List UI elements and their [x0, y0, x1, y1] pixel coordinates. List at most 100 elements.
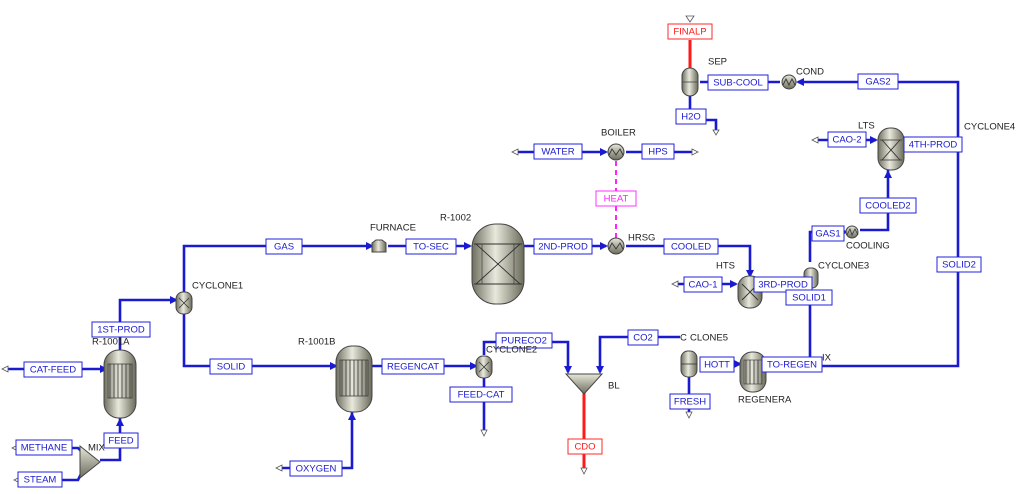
- stream-label-h2o[interactable]: H2O: [675, 108, 707, 125]
- unit-label-furnace: FURNACE: [370, 223, 416, 234]
- stream-label-finalp[interactable]: FINALP: [667, 23, 713, 40]
- unit-label-cyclone1: CYCLONE1: [192, 281, 243, 292]
- stream-line-gas[interactable]: [182, 244, 372, 292]
- feed-mixer[interactable]: [79, 444, 101, 480]
- arrow-to-furnace: [366, 242, 374, 250]
- cyclone2[interactable]: [475, 355, 493, 379]
- port-finalp: [685, 15, 695, 23]
- r-1001a-reactor[interactable]: [103, 349, 137, 419]
- unit-label-cyclone4: CYCLONE4: [964, 122, 1015, 133]
- arrow-to-regenera: [734, 360, 742, 368]
- unit-label-hts: HTS: [716, 261, 735, 272]
- port-water: [511, 148, 519, 156]
- stream-label-cdo[interactable]: CDO: [567, 438, 603, 455]
- stream-label-hott[interactable]: HOTT: [699, 356, 735, 373]
- stream-label-3rd-prod-text: 3RD-PROD: [758, 280, 808, 291]
- stream-label-fresh[interactable]: FRESH: [669, 393, 711, 410]
- arrow-to-hts: [746, 270, 754, 278]
- stream-line-solid[interactable]: [182, 310, 336, 368]
- stream-label-4th-prod-text: 4TH-PROD: [909, 140, 958, 151]
- unit-label-r-1001a: R-1001A: [92, 337, 130, 348]
- stream-label-1st-prod[interactable]: 1ST-PROD: [91, 321, 151, 338]
- stream-label-cao-1[interactable]: CAO-1: [683, 276, 723, 293]
- unit-label-cond: COND: [796, 67, 824, 78]
- stream-label-4th-prod[interactable]: 4TH-PROD: [903, 136, 963, 153]
- cyclone5[interactable]: [680, 350, 698, 378]
- stream-label-pureco2[interactable]: PURECO2: [495, 332, 553, 349]
- port-feed-cat: [480, 429, 488, 437]
- stream-line-feed[interactable]: [100, 418, 122, 462]
- port-cao-2: [811, 136, 819, 144]
- stream-line-solid2[interactable]: [830, 150, 960, 368]
- cond-heat-exchanger[interactable]: [781, 74, 797, 90]
- arrow-to-hts-side: [730, 280, 738, 288]
- arrow-to-cyclone2: [470, 362, 478, 370]
- stream-label-cao-2[interactable]: CAO-2: [827, 131, 867, 148]
- stream-label-3rd-prod[interactable]: 3RD-PROD: [753, 276, 813, 293]
- furnace[interactable]: [371, 239, 387, 253]
- stream-label-solid-text: SOLID: [217, 362, 246, 373]
- stream-label-solid1-text: SOLID1: [792, 293, 826, 304]
- stream-label-steam[interactable]: STEAM: [17, 471, 63, 488]
- sep-vessel[interactable]: [681, 67, 699, 97]
- stream-label-heat[interactable]: HEAT: [595, 190, 637, 207]
- unit-label-bl: BL: [608, 381, 620, 392]
- r-1001b-reactor[interactable]: [335, 345, 373, 413]
- stream-line-gas2[interactable]: [798, 80, 960, 140]
- arrow-to-r1002: [464, 242, 472, 250]
- stream-label-gas1[interactable]: GAS1: [811, 225, 845, 242]
- arrow-to-r1001b: [330, 362, 338, 370]
- stream-label-hott-text: HOTT: [704, 360, 730, 371]
- stream-label-regencat-text: REGENCAT: [387, 362, 439, 373]
- stream-label-hps[interactable]: HPS: [641, 143, 675, 160]
- stream-label-to-regen[interactable]: TO-REGEN: [761, 356, 823, 373]
- stream-label-to-sec-text: TO-SEC: [413, 242, 449, 253]
- stream-label-cooled2[interactable]: COOLED2: [859, 197, 917, 214]
- unit-label-hrsg: HRSG: [628, 233, 655, 244]
- cyclone1[interactable]: [175, 291, 193, 315]
- stream-label-solid[interactable]: SOLID: [209, 358, 253, 375]
- cooling-heat-exchanger[interactable]: [845, 225, 859, 239]
- stream-line-oxygen[interactable]: [282, 412, 354, 470]
- stream-label-feed-text: FEED: [108, 436, 133, 447]
- stream-label-feed[interactable]: FEED: [103, 432, 139, 449]
- r-1002-reactor[interactable]: [471, 223, 525, 305]
- arrow-to-lts: [870, 136, 878, 144]
- stream-label-cat-feed[interactable]: CAT-FEED: [23, 361, 83, 378]
- stream-label-oxygen-text: OXYGEN: [296, 464, 337, 475]
- hrsg-heat-exchanger[interactable]: [607, 237, 625, 255]
- stream-label-regencat[interactable]: REGENCAT: [381, 358, 445, 375]
- stream-label-heat-text: HEAT: [604, 194, 629, 205]
- arrow-to-cond: [796, 78, 804, 86]
- stream-label-gas[interactable]: GAS: [265, 238, 303, 255]
- stream-label-finalp-text: FINALP: [673, 27, 706, 38]
- stream-label-to-sec[interactable]: TO-SEC: [405, 238, 457, 255]
- stream-label-oxygen[interactable]: OXYGEN: [289, 460, 343, 477]
- stream-label-solid2[interactable]: SOLID2: [936, 256, 982, 273]
- stream-label-gas2[interactable]: GAS2: [857, 73, 899, 90]
- stream-label-methane[interactable]: METHANE: [15, 439, 73, 456]
- stream-label-feed-cat-text: FEED-CAT: [458, 390, 505, 401]
- boiler-heat-exchanger[interactable]: [607, 143, 625, 161]
- stream-label-cooled[interactable]: COOLED: [663, 238, 719, 255]
- regenera-vessel[interactable]: [739, 351, 767, 393]
- unit-label-r-1002: R-1002: [440, 213, 471, 224]
- stream-label-feed-cat[interactable]: FEED-CAT: [449, 386, 513, 403]
- unit-label-lts: LTS: [858, 121, 875, 132]
- stream-label-co2-text: CO2: [633, 333, 653, 344]
- stream-label-cooled-text: COOLED: [671, 242, 711, 253]
- stream-label-2nd-prod[interactable]: 2ND-PROD: [533, 238, 593, 255]
- stream-line-cooled2[interactable]: [860, 170, 890, 232]
- bl-mixer[interactable]: [564, 373, 604, 395]
- unit-label-regenera: REGENERA: [738, 395, 792, 406]
- stream-label-water[interactable]: WATER: [533, 143, 583, 160]
- unit-label-cyclone2: CYCLONE2: [486, 345, 537, 356]
- stream-label-solid1[interactable]: SOLID1: [785, 289, 833, 306]
- stream-label-sub-cool[interactable]: SUB-COOL: [707, 74, 769, 91]
- stream-label-to-regen-text: TO-REGEN: [767, 360, 817, 371]
- stream-label-co2[interactable]: CO2: [627, 329, 659, 346]
- port-fresh: [685, 411, 693, 419]
- lts-reactor[interactable]: [877, 127, 905, 171]
- stream-label-1st-prod-text: 1ST-PROD: [97, 325, 145, 336]
